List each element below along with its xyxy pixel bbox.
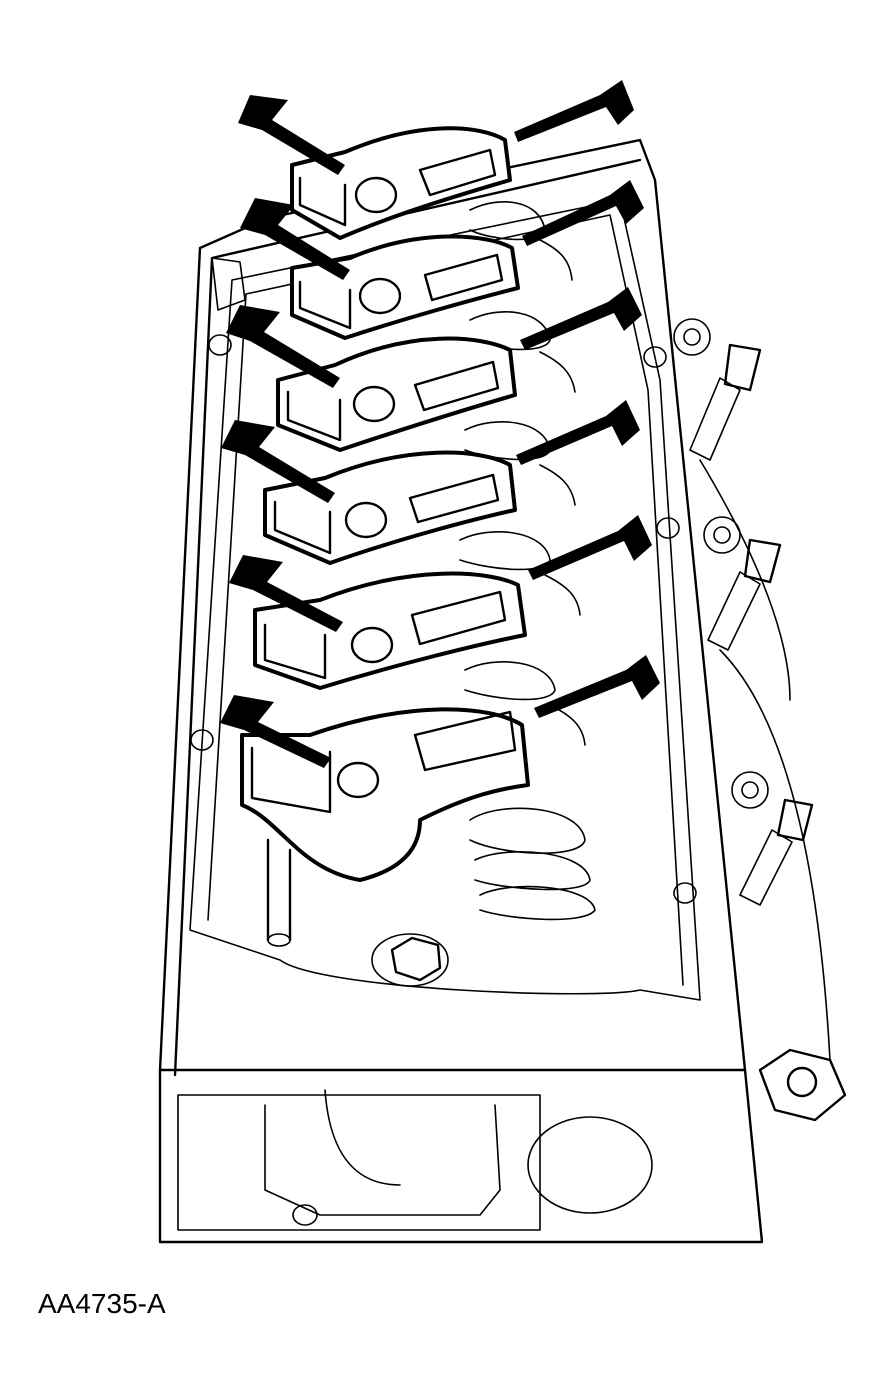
head-bolt <box>371 933 449 987</box>
arrow-left-1 <box>238 95 345 175</box>
arrow-right-1 <box>514 80 634 142</box>
arrow-left-6 <box>220 695 331 768</box>
corner-nut <box>758 1048 847 1122</box>
exhaust-port-contour-2 <box>719 649 831 1061</box>
figure-id-label: AA4735-A <box>38 1288 166 1319</box>
arrow-right-2 <box>522 180 644 246</box>
rocker-arm-4 <box>263 450 517 565</box>
cylinder-head-block <box>158 138 764 1244</box>
push-rod <box>266 838 292 942</box>
spark-plug-1 <box>673 318 762 461</box>
arrow-left-5 <box>229 555 343 632</box>
arrow-left-3 <box>226 305 340 388</box>
rocker-arm-5 <box>253 571 527 690</box>
arrow-left-4 <box>221 420 335 503</box>
arrow-right-3 <box>520 287 642 350</box>
rocker-arm-3 <box>276 336 517 452</box>
arrow-right-4 <box>516 400 640 465</box>
spark-plug-2 <box>703 516 782 651</box>
exhaust-port-contour-1 <box>699 459 791 701</box>
push-rod-end <box>267 933 291 947</box>
spark-plug-3 <box>731 771 814 906</box>
rocker-arm-2 <box>290 234 520 340</box>
arrow-left-2 <box>240 198 350 280</box>
arrow-right-6 <box>534 655 660 718</box>
rocker-arm-1 <box>290 126 512 240</box>
arrow-right-5 <box>528 515 652 580</box>
rocker-arm-6 <box>240 707 530 882</box>
valve-cover-gasket-rail <box>189 199 701 1001</box>
